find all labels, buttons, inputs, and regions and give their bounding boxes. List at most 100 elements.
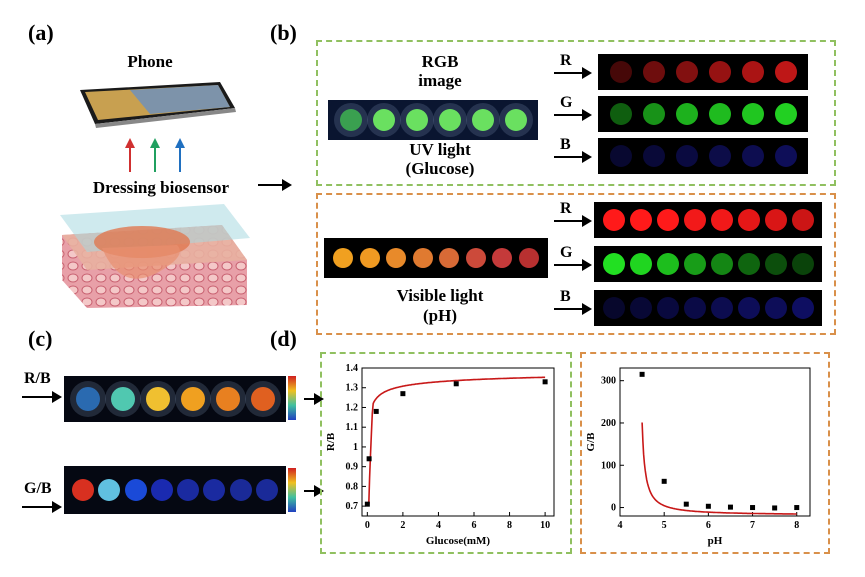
light-arrowhead-1 [150, 138, 160, 148]
fit-curve [641, 422, 797, 515]
well [98, 479, 121, 501]
fit-curve [368, 376, 546, 505]
well [439, 248, 460, 268]
light-arrowhead-0 [125, 138, 135, 148]
data-point [772, 505, 778, 511]
rgb-image-label: RGB image [380, 52, 500, 90]
channel-strip-g [598, 96, 808, 132]
sensor-label: Dressing biosensor [92, 178, 230, 197]
x-tick-label: 2 [400, 520, 405, 531]
well [412, 248, 433, 268]
well [683, 297, 706, 319]
data-point [364, 501, 370, 507]
data-point [727, 504, 733, 510]
glucose-rgb-strip [328, 100, 538, 140]
well [629, 209, 652, 231]
well [255, 479, 278, 501]
gb-label: G/B [24, 480, 52, 497]
y-axis-label: R/B [325, 432, 337, 451]
well [791, 209, 814, 231]
well [642, 103, 665, 125]
channel-arrow-r [554, 215, 592, 227]
channel-strip-b [598, 138, 808, 174]
well [791, 253, 814, 275]
gb-heatmap-strip [64, 466, 286, 514]
uv-light-line2: (Glucose) [405, 159, 475, 178]
y-tick-label: 0.7 [346, 501, 359, 512]
y-tick-label: 100 [601, 460, 616, 471]
rb-label: R/B [24, 370, 51, 387]
data-point [750, 505, 756, 511]
well [774, 103, 797, 125]
channel-arrow-g [554, 259, 592, 271]
well [518, 248, 539, 268]
well [609, 103, 632, 125]
plot-frame [619, 367, 811, 517]
well [150, 479, 173, 501]
well [764, 253, 787, 275]
x-tick-label: 6 [706, 520, 711, 531]
well [774, 145, 797, 167]
well [609, 145, 632, 167]
well [124, 479, 147, 501]
well [492, 248, 513, 268]
panel-label-b: (b) [270, 20, 297, 45]
well [177, 479, 200, 501]
rgb-label-line2: image [418, 71, 462, 90]
well [737, 297, 760, 319]
well [386, 248, 407, 268]
well [764, 209, 787, 231]
channel-arrow-g [554, 109, 592, 121]
well [737, 209, 760, 231]
channel-strip-b [594, 290, 822, 326]
x-tick-label: 4 [436, 520, 441, 531]
well [372, 109, 395, 131]
x-tick-label: 5 [662, 520, 667, 531]
well [710, 297, 733, 319]
well [708, 145, 731, 167]
well [642, 145, 665, 167]
y-tick-label: 200 [601, 418, 616, 429]
channel-label-r: R [560, 200, 572, 217]
well [656, 209, 679, 231]
light-arrows [125, 138, 185, 172]
data-point [373, 408, 379, 414]
well [791, 297, 814, 319]
channel-arrow-r [554, 67, 592, 79]
well [438, 109, 461, 131]
channel-label-g: G [560, 244, 573, 261]
well [72, 479, 95, 501]
x-axis-label: Glucose(mM) [426, 535, 490, 547]
channel-label-r: R [560, 52, 572, 69]
ph-rgb-strip [324, 238, 548, 278]
visible-light-line1: Visible light [396, 286, 484, 305]
well [602, 297, 625, 319]
arrow-to-b [258, 179, 292, 191]
data-point [542, 379, 548, 385]
uv-light-line1: UV light [409, 140, 471, 159]
well [250, 387, 275, 411]
x-tick-label: 6 [472, 520, 477, 531]
well [737, 253, 760, 275]
gb-to-chart-arrow [304, 485, 324, 497]
y-tick-label: 0.9 [346, 462, 359, 473]
data-point [366, 456, 372, 462]
well [504, 109, 527, 131]
well [656, 297, 679, 319]
data-point [705, 503, 711, 509]
well [675, 61, 698, 83]
well [203, 479, 226, 501]
y-tick-label: 1.2 [346, 402, 359, 413]
y-tick-label: 1.3 [346, 383, 359, 394]
rb-arrow [22, 391, 62, 403]
well [708, 61, 731, 83]
data-point [453, 381, 459, 387]
well [629, 253, 652, 275]
gb-colorbar [288, 468, 296, 512]
panel-label-a: (a) [28, 20, 54, 45]
well [656, 253, 679, 275]
well [683, 253, 706, 275]
well [359, 248, 380, 268]
y-tick-label: 300 [601, 376, 616, 387]
